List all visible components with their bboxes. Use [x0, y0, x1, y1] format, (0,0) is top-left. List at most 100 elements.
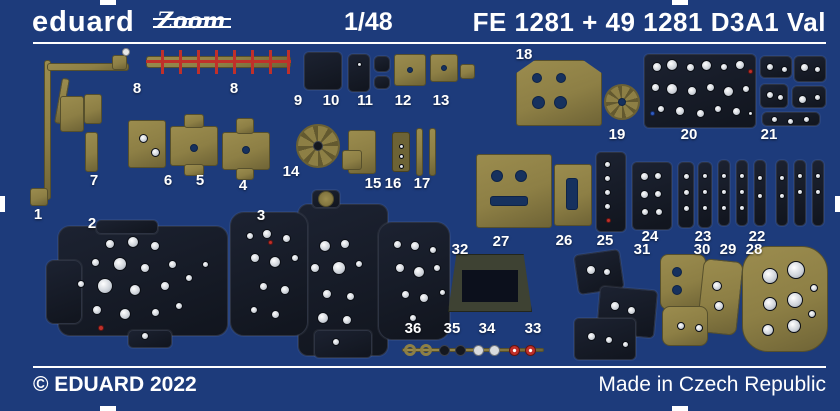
- part-2-panel-top-tab: [96, 220, 158, 234]
- instrument-dial: [472, 344, 484, 356]
- part-1-grip: [60, 96, 84, 132]
- part-number-label: 23: [694, 228, 712, 245]
- etch-hole: [532, 73, 542, 83]
- part-number-label: 31: [633, 241, 651, 258]
- instrument-dial: [250, 253, 260, 263]
- part-number-label: 7: [89, 172, 99, 189]
- instrument-dial: [685, 62, 695, 72]
- instrument-dial: [603, 160, 611, 168]
- instrument-dial: [138, 133, 148, 143]
- scale-label: 1/48: [344, 8, 393, 36]
- etch-hole: [190, 144, 198, 152]
- instrument-dial: [317, 312, 329, 324]
- instrument-dial: [409, 314, 417, 322]
- part-number-label: 24: [641, 228, 659, 245]
- instrument-dial: [762, 324, 774, 336]
- instrument-dial: [687, 86, 697, 96]
- instrument-dial: [160, 281, 170, 291]
- instrument-dial: [766, 63, 774, 71]
- instrument-dial: [621, 340, 629, 348]
- part-13-disc-small: [460, 64, 475, 79]
- instrument-dial: [433, 264, 441, 272]
- instrument-dial: [702, 205, 708, 211]
- part-number-label: 4: [238, 177, 248, 194]
- instrument-dial: [610, 301, 620, 311]
- instrument-dial: [682, 172, 690, 180]
- registration-mark: [100, 406, 116, 411]
- instrument-dial: [258, 281, 268, 291]
- instrument-dial: [603, 188, 611, 196]
- instrument-dial: [98, 325, 104, 331]
- instrument-dial: [747, 110, 753, 116]
- part-9-disc: [304, 52, 342, 90]
- instrument-dial: [815, 189, 821, 195]
- instrument-dial: [150, 241, 160, 251]
- part-number-label: 22: [748, 228, 766, 245]
- part-26-slot: [566, 178, 578, 210]
- part-15-disc: [342, 150, 362, 170]
- etch-hole: [407, 67, 413, 73]
- instrument-dial: [652, 62, 662, 72]
- instrument-dial: [639, 189, 649, 199]
- instrument-dial: [419, 293, 429, 303]
- part-number-label: 9: [293, 92, 303, 109]
- instrument-dial: [808, 310, 816, 318]
- part-24-panel: [632, 162, 672, 230]
- part-number-label: 8: [132, 80, 142, 97]
- zoom-logo-line: [153, 26, 231, 28]
- instrument-dial: [175, 302, 183, 310]
- part-number-label: 29: [719, 241, 737, 258]
- instrument-dial: [747, 68, 753, 74]
- instrument-dial: [454, 344, 466, 356]
- part-1-base-disc: [30, 188, 48, 206]
- part-number-label: 11: [357, 92, 373, 109]
- instrument-dial: [712, 281, 722, 291]
- instrument-dial: [356, 61, 362, 67]
- instrument-dial: [355, 260, 363, 268]
- etch-hole: [242, 146, 250, 154]
- instrument-dial: [797, 189, 803, 195]
- instrument-dial: [322, 289, 332, 299]
- etch-hole: [531, 95, 545, 109]
- part-number-label: 17: [413, 175, 431, 192]
- part-4-tab-bottom: [236, 168, 254, 180]
- instrument-dial: [675, 106, 685, 116]
- part-11-plate-a: [374, 56, 390, 72]
- instrument-dial: [438, 344, 450, 356]
- instrument-dial: [815, 173, 821, 179]
- instrument-dial: [757, 175, 763, 181]
- part-number-label: 6: [163, 172, 173, 189]
- instrument-dial: [714, 105, 722, 113]
- part-21-piece: [760, 84, 788, 108]
- instrument-dial: [666, 83, 678, 95]
- zoom-logo-text: Zoom: [157, 8, 226, 34]
- instrument-dial: [398, 143, 404, 149]
- part-19-gear-wheel: [604, 84, 640, 120]
- part-2-panel-tab: [128, 330, 172, 348]
- instrument-dial: [77, 280, 85, 288]
- part-25-panel: [596, 152, 626, 232]
- part-number-label: 14: [282, 163, 300, 180]
- instrument-dial: [270, 309, 280, 319]
- instrument-dial: [720, 63, 728, 71]
- instrument-dial: [140, 263, 150, 273]
- part-number-label: 35: [443, 320, 461, 337]
- part-6-panel: [128, 120, 166, 168]
- instrument-dial: [395, 263, 405, 273]
- part-number-label: 33: [524, 320, 542, 337]
- etch-hole: [672, 285, 682, 295]
- instrument-dial: [185, 274, 193, 282]
- instrument-dial: [735, 60, 745, 70]
- instrument-dial: [654, 190, 662, 198]
- instrument-dial: [605, 217, 611, 223]
- instrument-dial: [802, 115, 810, 123]
- instrument-dial: [398, 163, 404, 169]
- instrument-dial: [488, 344, 500, 356]
- instrument-dial: [813, 93, 821, 101]
- part-number-label: 8: [229, 80, 239, 97]
- instrument-dial: [400, 289, 410, 299]
- part-number-label: 1: [33, 206, 43, 223]
- part-7-bracket: [85, 132, 98, 172]
